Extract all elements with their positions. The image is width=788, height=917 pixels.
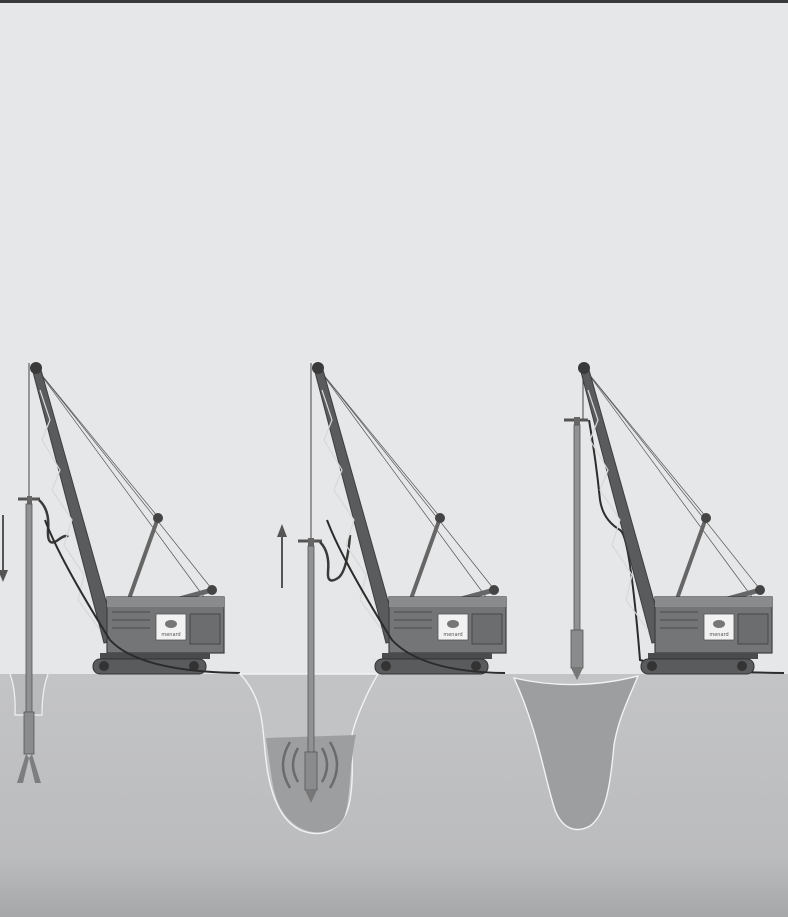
menard-logo-text: menard [161, 632, 180, 638]
menard-logo-text: menard [443, 632, 462, 638]
up-arrow-icon [277, 524, 287, 588]
menard-logo-text: menard [709, 632, 728, 638]
menard-logo-icon [165, 620, 177, 628]
menard-logo-icon [713, 620, 725, 628]
ground-layer [0, 674, 788, 917]
down-arrow-icon [0, 515, 8, 582]
crawler-crane: menard [312, 362, 506, 674]
top-border [0, 0, 788, 3]
crawler-crane: menard [30, 362, 240, 674]
menard-logo-icon [447, 620, 459, 628]
